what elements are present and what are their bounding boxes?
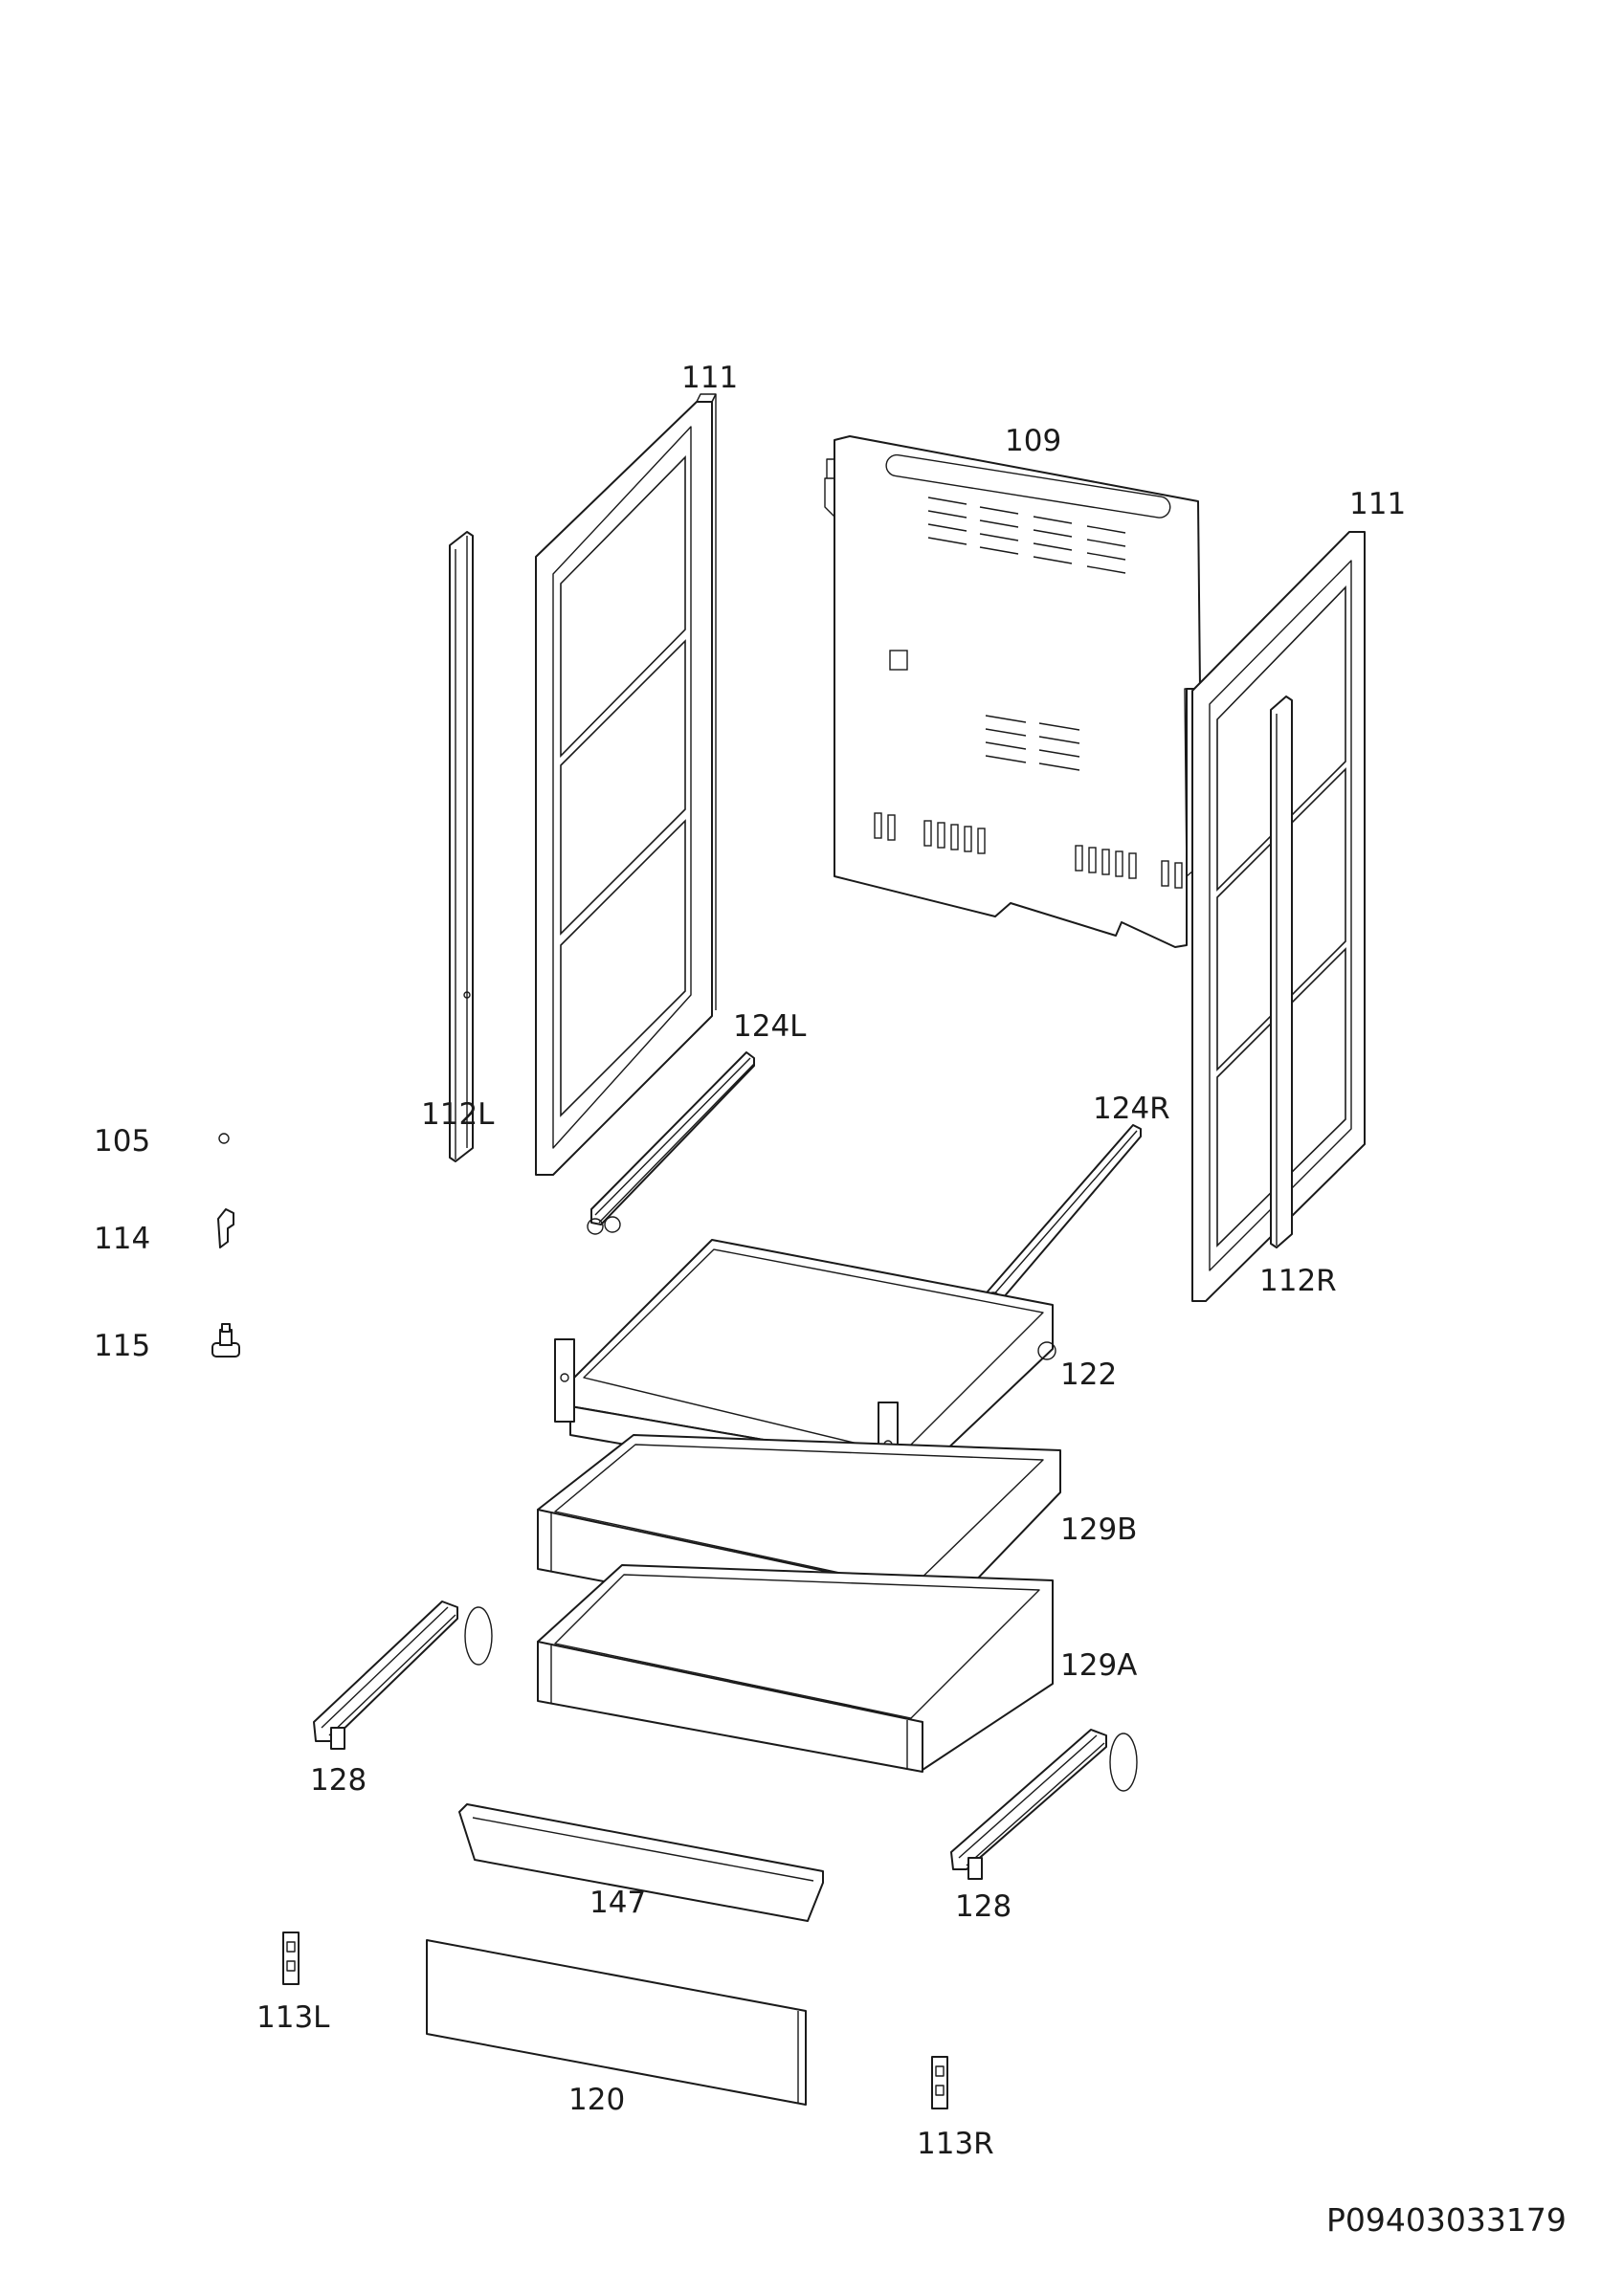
label-128-left: 128 bbox=[310, 1763, 367, 1798]
part-115-foot bbox=[211, 1323, 240, 1358]
label-147: 147 bbox=[589, 1886, 647, 1920]
label-124R: 124R bbox=[1093, 1092, 1170, 1126]
label-105: 105 bbox=[94, 1124, 151, 1159]
label-111-right: 111 bbox=[1349, 487, 1407, 521]
part-114-clip bbox=[217, 1208, 234, 1248]
label-129B: 129B bbox=[1060, 1512, 1138, 1547]
part-113L-left-bracket bbox=[282, 1932, 300, 1985]
part-128-left-runner bbox=[313, 1601, 493, 1750]
label-122: 122 bbox=[1060, 1358, 1118, 1392]
label-109: 109 bbox=[1005, 424, 1062, 458]
label-129A: 129A bbox=[1060, 1648, 1138, 1683]
part-111-left-side-panel bbox=[535, 393, 717, 1176]
part-128-right-runner bbox=[950, 1729, 1138, 1880]
label-128-right: 128 bbox=[955, 1889, 1012, 1924]
part-124R-right-rail bbox=[986, 1124, 1142, 1307]
label-120: 120 bbox=[568, 2083, 626, 2117]
label-114: 114 bbox=[94, 1222, 151, 1256]
label-124L: 124L bbox=[733, 1009, 807, 1044]
part-109-rear-panel bbox=[824, 435, 1201, 948]
rear-panel-lower-slots bbox=[874, 812, 1183, 889]
label-113L: 113L bbox=[256, 2000, 330, 2035]
label-111-left: 111 bbox=[681, 361, 739, 395]
drawing-code: P09403033179 bbox=[1326, 2201, 1567, 2239]
rear-panel-vent-slots bbox=[927, 497, 1126, 771]
label-113R: 113R bbox=[917, 2127, 994, 2161]
part-113R-right-bracket bbox=[931, 2056, 948, 2109]
label-112R: 112R bbox=[1259, 1264, 1337, 1298]
part-112R-right-profile bbox=[1270, 695, 1293, 1248]
part-112L-left-profile bbox=[449, 531, 474, 1162]
part-105-screw bbox=[218, 1133, 230, 1144]
part-129A-drawer-frame bbox=[537, 1564, 1054, 1773]
part-120-drawer-front-panel bbox=[426, 1939, 807, 2106]
part-147-drawer-handle bbox=[458, 1803, 824, 1922]
label-112L: 112L bbox=[421, 1097, 495, 1132]
label-115: 115 bbox=[94, 1329, 151, 1363]
part-124L-left-rail bbox=[587, 1051, 755, 1235]
